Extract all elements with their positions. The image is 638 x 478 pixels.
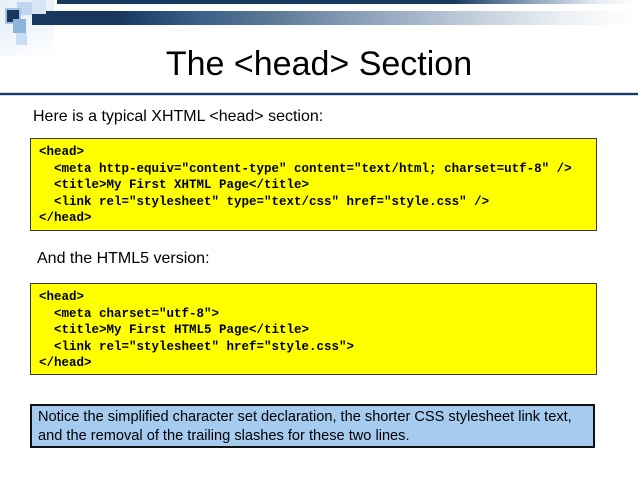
- code-line: <title>My First XHTML Page</title>: [39, 178, 310, 193]
- code-line: <meta http-equiv="content-type" content=…: [39, 161, 572, 176]
- intro-label: Here is a typical XHTML <head> section:: [33, 108, 324, 125]
- code-line: </head>: [39, 211, 92, 226]
- note-box: Notice the simplified character set decl…: [30, 404, 595, 448]
- code-line: <meta charset="utf-8">: [39, 306, 220, 321]
- xhtml-code-box: <head> <meta http-equiv="content-type" c…: [30, 138, 597, 231]
- note-text: Notice the simplified character set decl…: [38, 409, 572, 444]
- code-line: <link rel="stylesheet" href="style.css">: [39, 339, 355, 354]
- top-gradient-bar-decoration: [32, 11, 638, 25]
- top-thin-bar-decoration: [57, 0, 638, 4]
- decoration-square-light-2: [32, 0, 46, 14]
- code-line: <link rel="stylesheet" type="text/css" h…: [39, 194, 490, 209]
- decoration-square-medium: [13, 19, 26, 33]
- decoration-square-light-3: [16, 33, 27, 45]
- code-line: <head>: [39, 145, 85, 159]
- code-line: </head>: [39, 356, 92, 371]
- code-line: <title>My First HTML5 Page</title>: [39, 323, 310, 338]
- title-divider-rule: [0, 93, 638, 95]
- html5-code-box: <head> <meta charset="utf-8"> <title>My …: [30, 283, 597, 375]
- slide-title: The <head> Section: [165, 45, 473, 83]
- code-line: <head>: [39, 290, 85, 304]
- html5-label: And the HTML5 version:: [37, 250, 210, 267]
